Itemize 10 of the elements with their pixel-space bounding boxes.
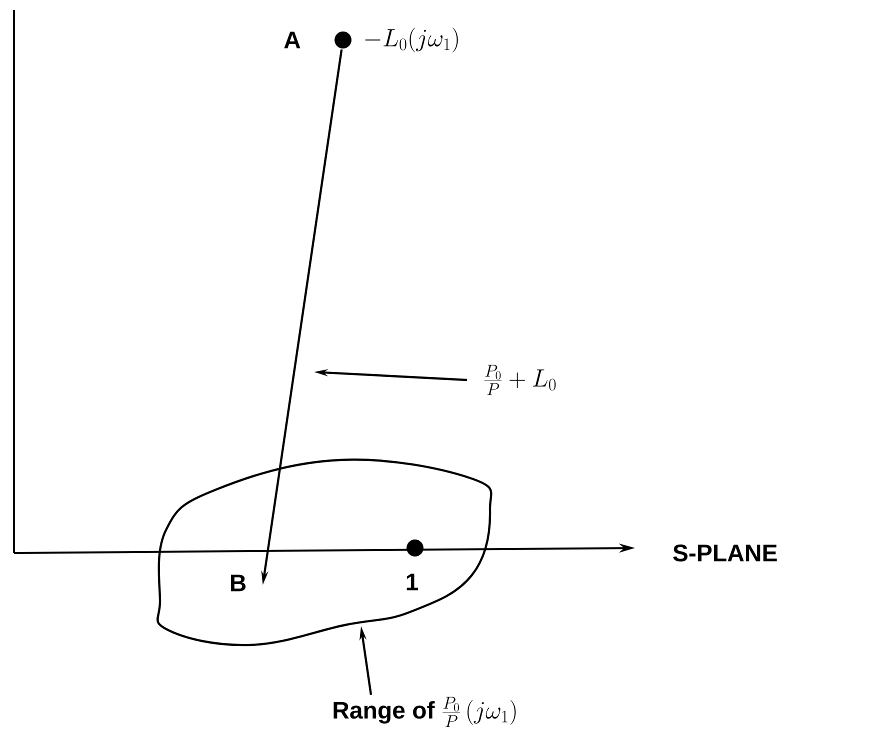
caption-label: Range of $\frac{P_0}{P}\,(j\omega_1)$ [334, 696, 516, 728]
point-label: $-L_0(j\omega_1)$ [365, 28, 458, 52]
point-label: B [230, 574, 246, 592]
point-label: A [284, 32, 300, 48]
range-region [156, 458, 492, 646]
point-label: 1 [406, 574, 418, 590]
point-dot [406, 539, 424, 556]
point-dot [334, 31, 352, 48]
formula-label: $\frac{P_0}{P}+L_0$ [484, 364, 556, 396]
axis-label: S-PLANE [673, 544, 777, 562]
